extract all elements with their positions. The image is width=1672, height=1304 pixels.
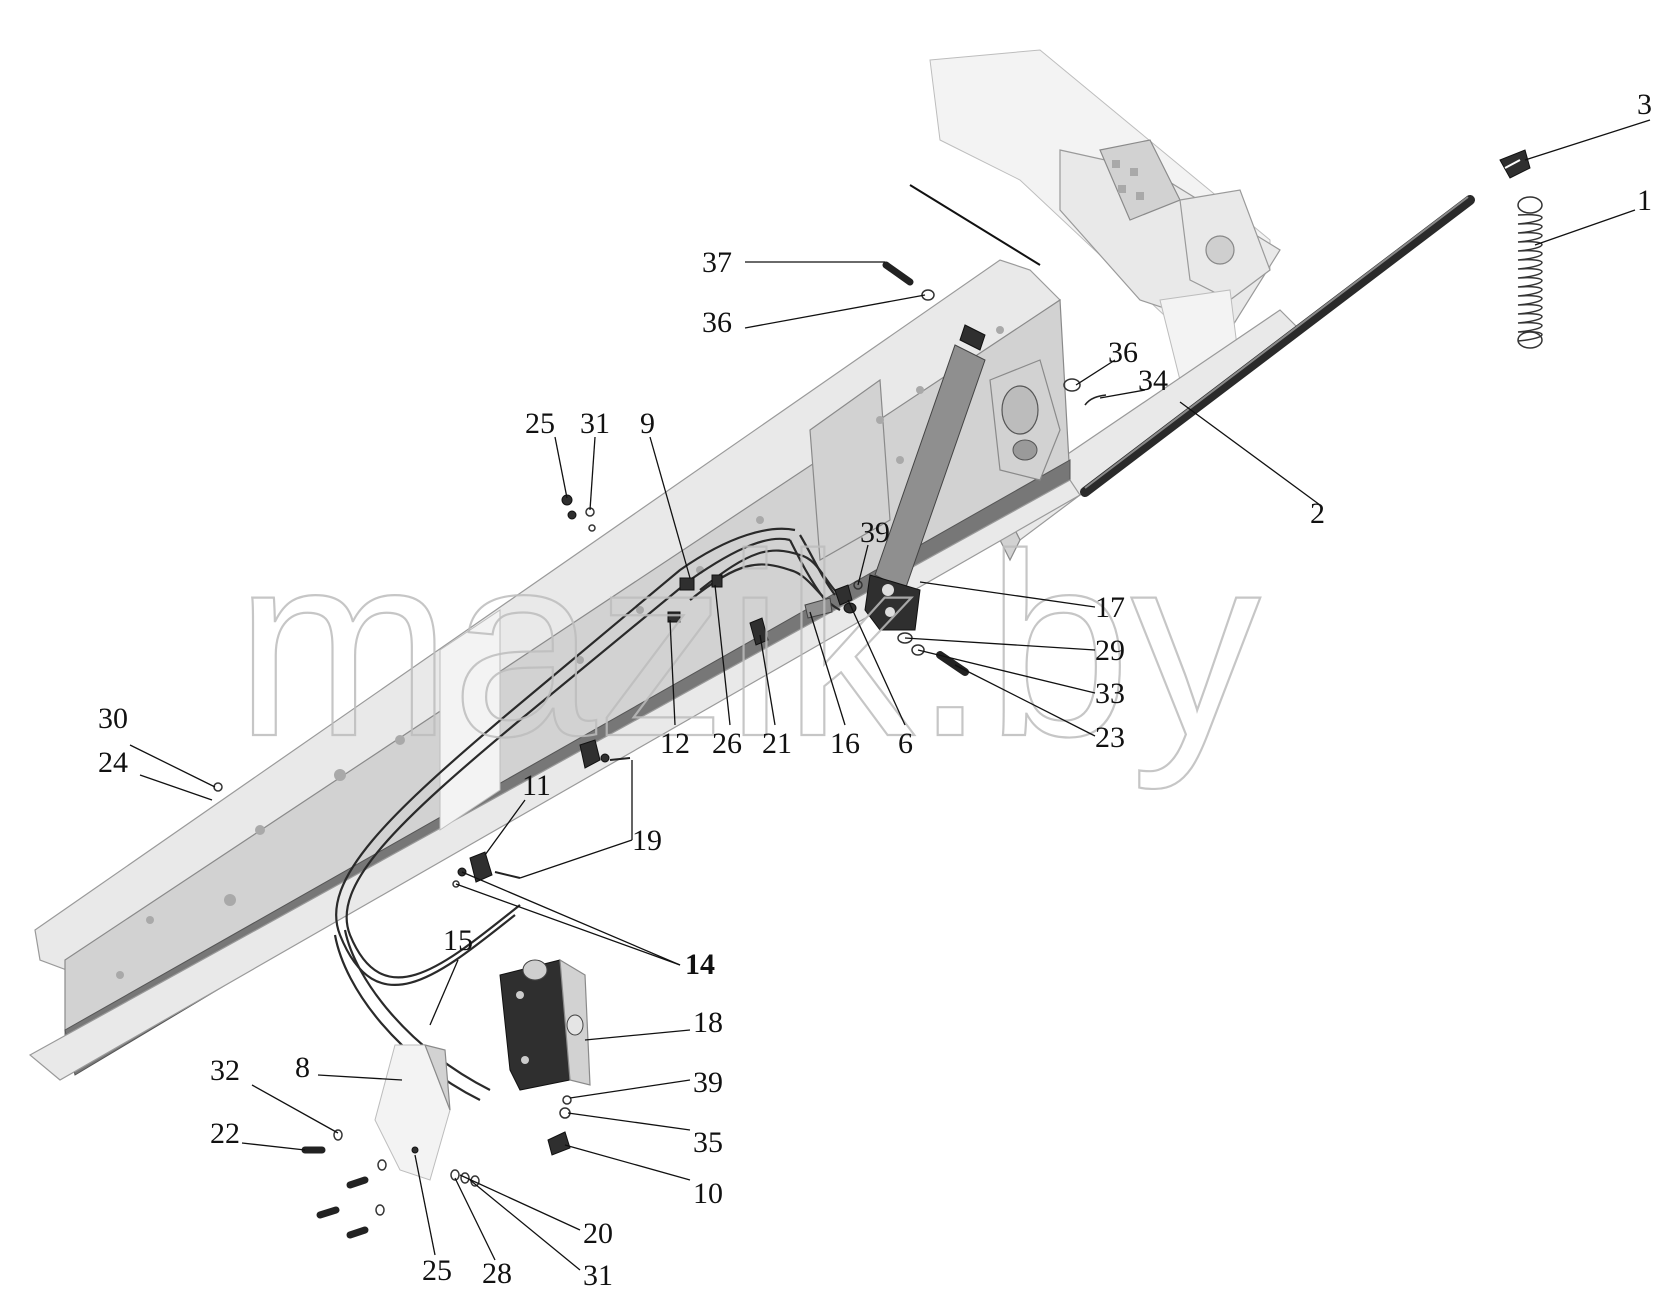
callout-10: 10 <box>693 1177 723 1210</box>
callout-3: 3 <box>1637 88 1652 121</box>
callout-16: 16 <box>830 727 860 760</box>
leader-lines <box>129 119 1651 1271</box>
watermark: mazik.by <box>234 500 1262 793</box>
bolt-37 <box>882 261 935 301</box>
mounting-bracket-plate <box>374 1044 451 1181</box>
hand-pump-assembly <box>499 958 591 1156</box>
loose-bolts-lower <box>213 782 480 1239</box>
callout-36-right: 36 <box>1108 336 1138 369</box>
tension-spring <box>1517 196 1543 349</box>
callout-25-top: 25 <box>525 407 555 440</box>
callout-35: 35 <box>693 1126 723 1159</box>
callout-2: 2 <box>1310 497 1325 530</box>
callout-30: 30 <box>98 702 128 735</box>
callout-39-bottom: 39 <box>693 1066 723 1099</box>
callout-18: 18 <box>693 1006 723 1039</box>
main-frame-rail <box>28 259 1081 1081</box>
callout-11: 11 <box>522 769 551 802</box>
callout-8: 8 <box>295 1051 310 1084</box>
callout-31-top: 31 <box>580 407 610 440</box>
torsion-rod <box>1080 195 1475 497</box>
callout-39-top: 39 <box>860 516 890 549</box>
callout-24: 24 <box>98 746 128 779</box>
callout-34: 34 <box>1138 364 1168 397</box>
callout-29: 29 <box>1095 634 1125 667</box>
spring-clamp <box>1499 149 1531 179</box>
callout-37: 37 <box>702 246 732 279</box>
callout-20: 20 <box>583 1217 613 1250</box>
callout-6: 6 <box>898 727 913 760</box>
callout-15: 15 <box>443 924 473 957</box>
callout-9: 9 <box>640 407 655 440</box>
hose-fittings <box>667 574 863 646</box>
callout-36-left: 36 <box>702 306 732 339</box>
callout-23: 23 <box>1095 721 1125 754</box>
callout-25-bottom: 25 <box>422 1254 452 1287</box>
callout-33: 33 <box>1095 677 1125 710</box>
callout-labels: 3 1 37 36 36 34 2 25 31 9 39 17 29 33 23… <box>98 88 1652 1292</box>
callout-14: 14 <box>685 948 715 981</box>
hydraulic-cylinder <box>864 324 986 631</box>
washer-and-pin <box>1063 378 1107 406</box>
watermark-text: mazik.by <box>235 501 1261 792</box>
callout-31-bottom: 31 <box>583 1259 613 1292</box>
valve-block-lower <box>452 851 521 888</box>
callout-28: 28 <box>482 1257 512 1290</box>
callout-21: 21 <box>762 727 792 760</box>
hydraulic-hoses <box>333 527 846 1101</box>
valve-block-upper <box>579 739 631 769</box>
callout-17: 17 <box>1095 591 1125 624</box>
callout-22: 22 <box>210 1117 240 1150</box>
callout-32: 32 <box>210 1054 240 1087</box>
callout-1: 1 <box>1637 184 1652 217</box>
callout-12: 12 <box>660 727 690 760</box>
pump-bracket <box>989 359 1061 481</box>
callout-19: 19 <box>632 824 662 857</box>
rear-frame-crossmember <box>909 49 1301 562</box>
callout-26: 26 <box>712 727 742 760</box>
